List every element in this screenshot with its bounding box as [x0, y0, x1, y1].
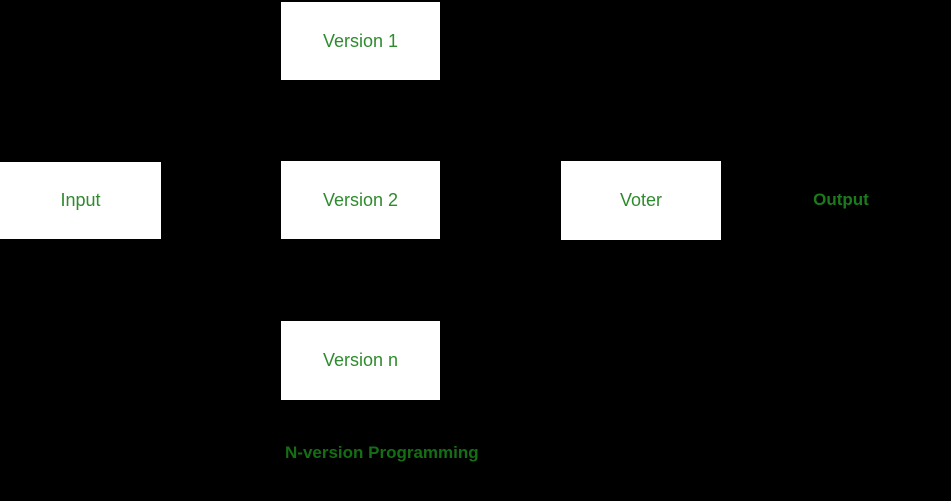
node-voter-label: Voter: [619, 190, 663, 210]
node-input: Input: [0, 162, 161, 239]
node-version-1-label: Version 1: [322, 30, 399, 51]
node-version-1: Version 1: [281, 2, 440, 80]
node-version-n: Version n: [281, 321, 440, 400]
diagram-caption: N-version Programming: [285, 443, 479, 462]
node-version-2-label: Version 2: [322, 189, 399, 210]
output-label: Output: [813, 189, 869, 209]
node-voter: Voter: [561, 161, 721, 240]
node-version-2: Version 2: [281, 161, 440, 239]
node-input-label: Input: [60, 190, 101, 210]
node-version-n-label: Version n: [322, 350, 399, 370]
